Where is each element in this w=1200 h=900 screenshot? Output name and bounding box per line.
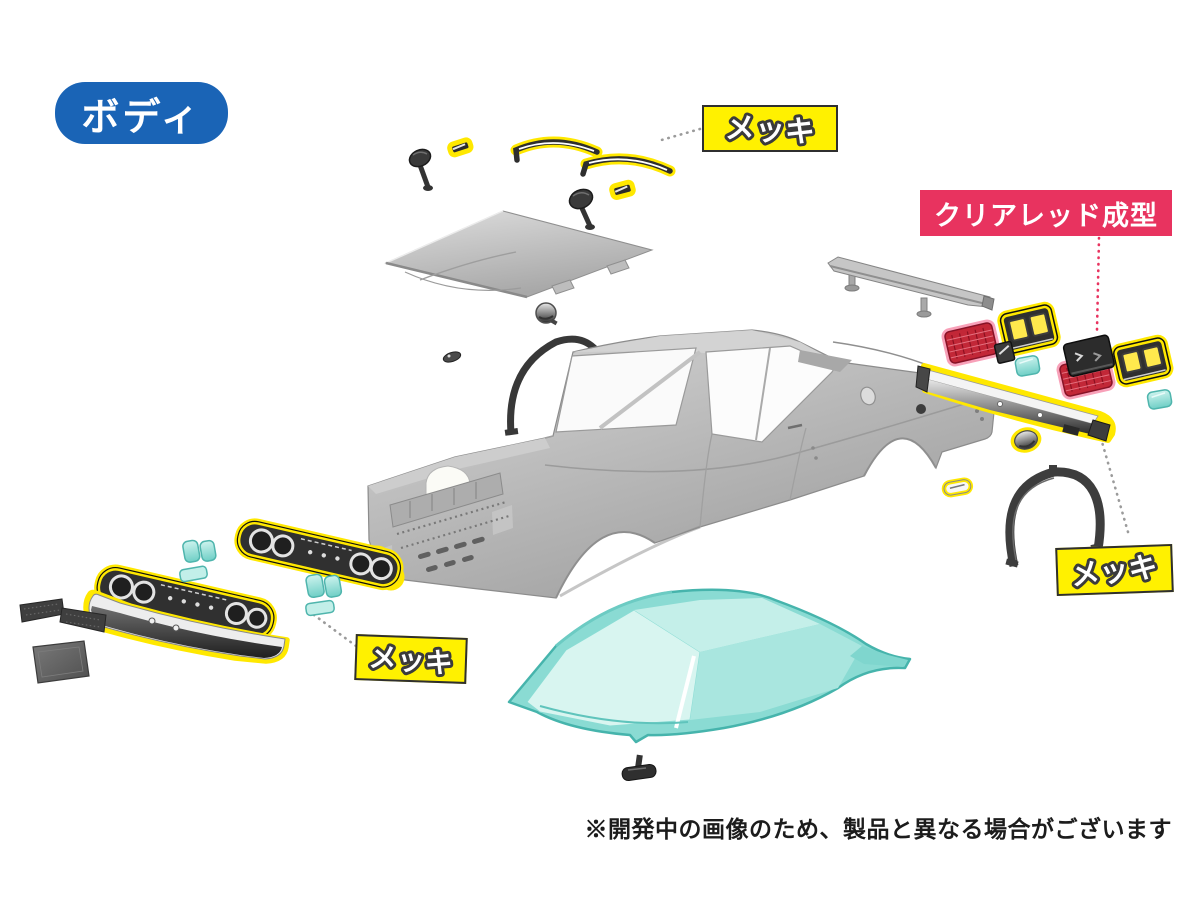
rear-fender-trim (1005, 465, 1105, 568)
hood-panel (384, 210, 654, 299)
under-plates (19, 598, 107, 684)
clear-red-label-text: クリアレッド成型 (934, 200, 1158, 231)
leader-line-plated-top (656, 127, 702, 143)
leader-lines (308, 127, 1130, 648)
wiper-blades (510, 136, 676, 177)
headlight-panels (94, 518, 404, 641)
leader-line-plated-right (1100, 440, 1130, 534)
room-mirror (621, 754, 657, 782)
fuel-filler-cap (535, 302, 558, 326)
development-disclaimer-text: ※開発中の画像のため、製品と異なる場合がございます (584, 816, 1172, 842)
plated-label-right-svg: メッキ (1066, 549, 1162, 594)
emblem (442, 351, 462, 363)
plated-label-top-text: メッキ (724, 112, 816, 150)
plated-label-front-svg: メッキ (365, 638, 457, 681)
body-label-text: ボディ (81, 96, 202, 139)
plated-label-front-text: メッキ (368, 641, 454, 679)
plated-label-front: メッキ (354, 634, 468, 684)
rear-bumper (915, 363, 1116, 443)
leader-line-plated-front (308, 610, 358, 648)
license-lamp (941, 477, 974, 498)
plated-label-right-text: メッキ (1069, 552, 1159, 593)
tail-lamp-lenses (941, 319, 1116, 400)
body-shell (367, 329, 997, 599)
signal-lenses-rear (1014, 355, 1173, 410)
leader-line-clear-red (1095, 236, 1101, 332)
plated-label-top-svg: メッキ (721, 109, 819, 150)
rear-spoiler (827, 256, 995, 318)
tail-lamp-bezels (997, 301, 1174, 388)
development-disclaimer: ※開発中の画像のため、製品と異なる場合がございます (585, 810, 1173, 844)
clear-red-label: クリアレッド成型 (920, 190, 1172, 236)
signal-lenses-front (179, 539, 343, 617)
body-label: ボディ (55, 82, 228, 144)
fuel-cap-cover (1010, 427, 1042, 453)
door-handles (447, 137, 636, 200)
door-mirrors (408, 148, 595, 230)
window-unit (507, 588, 912, 744)
plated-label-right: メッキ (1055, 543, 1174, 597)
plated-label-top: メッキ (702, 105, 838, 152)
rear-garnish (993, 334, 1115, 377)
